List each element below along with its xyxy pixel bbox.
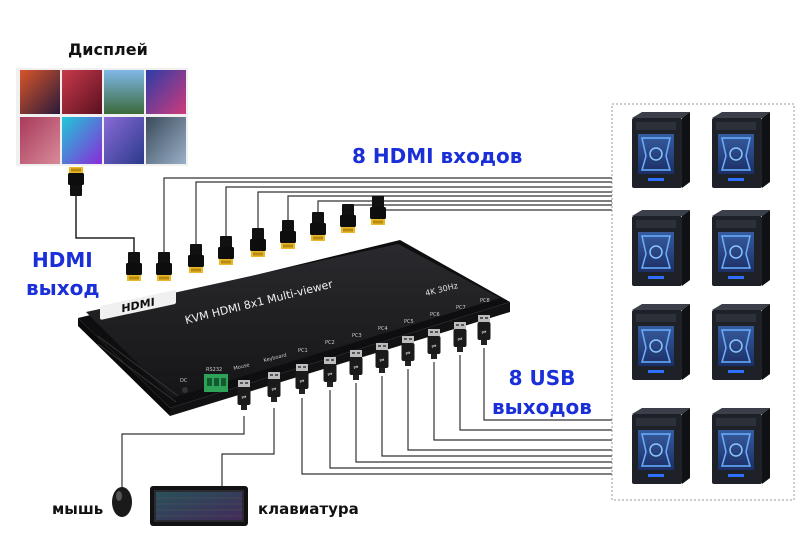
pc-group-frame — [611, 103, 795, 501]
mouse-label: мышь — [52, 500, 104, 518]
hdmi-output-label: HDMI выход — [26, 246, 100, 302]
kvm-device: HDMI KVM HDMI 8x1 Multi-viewer 4K 30Hz R… — [78, 240, 510, 416]
hdmi-output-label-line2: выход — [26, 276, 100, 300]
port-label-mouse: Mouse — [233, 362, 250, 372]
display-label: Дисплей — [68, 40, 148, 59]
display-monitor — [16, 68, 188, 166]
rs232-label: RS232 — [206, 367, 222, 373]
usb-outputs-label: 8 USB выходов — [492, 364, 592, 422]
usb-outputs-label-line2: выходов — [492, 395, 592, 419]
port-label-pc4: PC4 — [378, 326, 388, 332]
port-label-pc5: PC5 — [404, 319, 414, 325]
port-label-keyboard: Keyboard — [263, 352, 287, 364]
port-label-pc8: PC8 — [480, 298, 490, 304]
port-label-pc2: PC2 — [325, 340, 335, 346]
display-hdmi-cable — [68, 167, 142, 281]
pc-towers — [631, 111, 771, 485]
power-label: DC — [180, 378, 188, 384]
peripheral-cables — [121, 408, 275, 488]
port-label-pc3: PC3 — [352, 333, 362, 339]
usb-output-cables — [301, 348, 612, 475]
port-label-pc1: PC1 — [298, 348, 308, 354]
hdmi-inputs-label: 8 HDMI входов — [352, 144, 523, 168]
port-label-pc7: PC7 — [456, 305, 466, 311]
hdmi-output-label-line1: HDMI — [32, 248, 93, 272]
mouse-device — [112, 487, 132, 517]
keyboard-label: клавиатура — [258, 500, 359, 518]
usb-outputs-label-line1: 8 USB — [508, 366, 576, 390]
hdmi-logo — [100, 290, 176, 320]
port-label-pc6: PC6 — [430, 312, 440, 318]
keyboard-device — [150, 486, 248, 526]
